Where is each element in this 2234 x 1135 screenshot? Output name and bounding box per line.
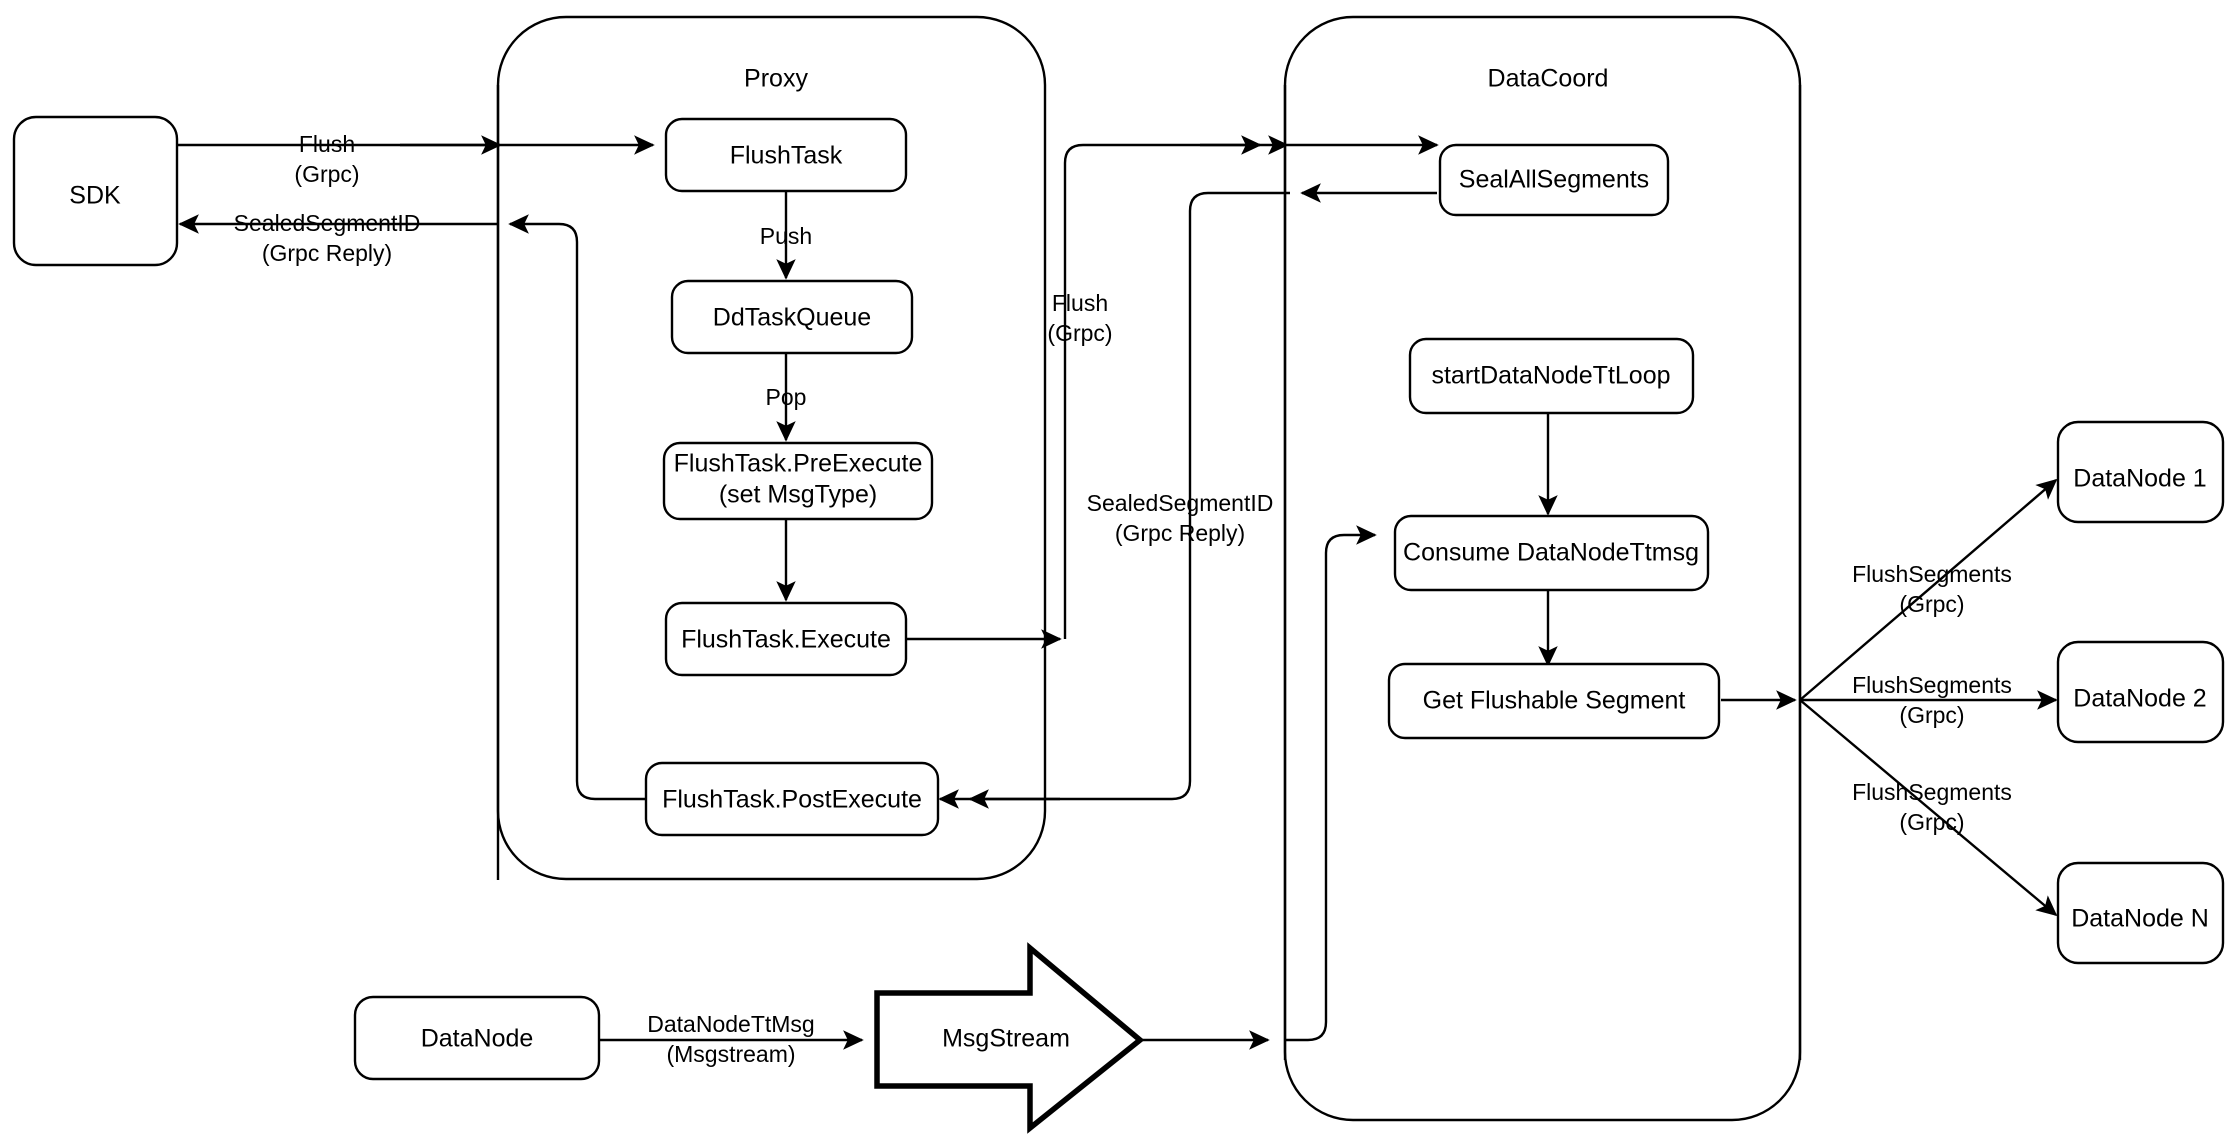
edge-label-flushsegments2-line1: FlushSegments <box>1852 672 2012 698</box>
datanode-bottom-label: DataNode <box>421 1025 534 1053</box>
edge-label-datacoord-to-proxy: SealedSegmentID (Grpc Reply) <box>1087 490 1274 546</box>
datanode1-box[interactable] <box>2056 420 2225 524</box>
postexecute-box[interactable] <box>644 761 940 837</box>
edge-label-sealedsegmentid-line1: SealedSegmentID <box>234 210 421 236</box>
get-flushable-segment-box[interactable] <box>1387 662 1721 740</box>
execute-box[interactable] <box>664 601 908 677</box>
node-datanode-2[interactable]: DataNode 2 <box>2056 640 2225 744</box>
node-datanode-bottom[interactable]: DataNode <box>353 995 601 1081</box>
edge-label-push: Push <box>760 223 812 249</box>
sdk-box[interactable] <box>12 115 179 267</box>
sealallsegments-label: SealAllSegments <box>1459 166 1649 194</box>
edge-label-flushsegments-2: FlushSegments (Grpc) <box>1852 672 2012 728</box>
preexecute-label-line2: (set MsgType) <box>719 481 877 509</box>
preexecute-label-line1: FlushTask.PreExecute <box>674 450 923 478</box>
datanode1-label: DataNode 1 <box>2073 465 2206 493</box>
edge-msgstream-rail-to-consume <box>1285 525 1377 1042</box>
edge-label-flushsegments1-line2: (Grpc) <box>1899 591 1964 617</box>
edge-label-pop-text: Pop <box>766 384 807 410</box>
node-sdk[interactable]: SDK <box>12 115 179 267</box>
datanode-bottom-box[interactable] <box>353 995 601 1081</box>
sdk-label: SDK <box>69 182 121 210</box>
execute-label: FlushTask.Execute <box>681 626 891 654</box>
datanode2-label: DataNode 2 <box>2073 685 2206 713</box>
node-flushtask-preexecute[interactable]: FlushTask.PreExecute (set MsgType) <box>662 441 934 521</box>
edge-label-flush-datacoord-line2: (Grpc) <box>1047 320 1112 346</box>
node-sealallsegments[interactable]: SealAllSegments <box>1438 143 1670 217</box>
edge-label-sealedsegmentid-line2: (Grpc Reply) <box>262 240 392 266</box>
startdatanodettloop-label: startDataNodeTtLoop <box>1431 362 1670 390</box>
edge-postexecute-to-sdk-rail <box>508 214 648 801</box>
postexecute-label: FlushTask.PostExecute <box>662 786 922 814</box>
edge-flush-to-datacoord <box>1063 135 1262 639</box>
edge-label-proxy-to-datacoord: Flush (Grpc) <box>1047 290 1112 346</box>
msgstream-label: MsgStream <box>942 1025 1070 1053</box>
edge-label-proxy-to-sdk: SealedSegmentID (Grpc Reply) <box>234 210 421 266</box>
edge-label-flushsegments2-line2: (Grpc) <box>1899 702 1964 728</box>
get-flushable-segment-label: Get Flushable Segment <box>1423 687 1686 715</box>
node-startdatanodettloop[interactable]: startDataNodeTtLoop <box>1408 337 1695 415</box>
edge-label-datanodettmsg-line2: (Msgstream) <box>666 1041 795 1067</box>
edge-label-flushsegments-1: FlushSegments (Grpc) <box>1852 561 2012 617</box>
sealallsegments-box[interactable] <box>1438 143 1670 217</box>
node-flushtask[interactable]: FlushTask <box>664 117 908 193</box>
edge-label-flushsegments-n: FlushSegments (Grpc) <box>1852 779 2012 835</box>
edge-label-push-text: Push <box>760 223 812 249</box>
node-consume-datanodettmsg[interactable]: Consume DataNodeTtmsg <box>1393 514 1710 592</box>
startdatanodettloop-box[interactable] <box>1408 337 1695 415</box>
consume-datanodettmsg-box[interactable] <box>1393 514 1710 592</box>
datanoden-label: DataNode N <box>2071 905 2209 933</box>
node-msgstream[interactable]: MsgStream <box>874 942 1145 1134</box>
edge-label-flush-datacoord-line1: Flush <box>1052 290 1108 316</box>
node-get-flushable-segment[interactable]: Get Flushable Segment <box>1387 662 1721 740</box>
edge-label-flush-grpc-line1: Flush <box>299 131 355 157</box>
proxy-container-label: Proxy <box>744 65 808 93</box>
consume-datanodettmsg-label: Consume DataNodeTtmsg <box>1403 539 1699 567</box>
edge-label-flush-grpc-line2: (Grpc) <box>294 161 359 187</box>
edge-label-flushsegmentsn-line2: (Grpc) <box>1899 809 1964 835</box>
edge-label-datanodettmsg-line1: DataNodeTtMsg <box>647 1011 814 1037</box>
msgstream-block-arrow[interactable] <box>874 942 1145 1134</box>
node-datanode-1[interactable]: DataNode 1 <box>2056 420 2225 524</box>
edge-label-pop: Pop <box>766 384 807 410</box>
edge-label-flushsegmentsn-line1: FlushSegments <box>1852 779 2012 805</box>
preexecute-box[interactable] <box>662 441 934 521</box>
node-flushtask-execute[interactable]: FlushTask.Execute <box>664 601 908 677</box>
edge-reply-rail <box>968 191 1290 809</box>
node-datanode-n[interactable]: DataNode N <box>2056 861 2225 965</box>
ddtaskqueue-label: DdTaskQueue <box>713 304 871 332</box>
node-ddtaskqueue[interactable]: DdTaskQueue <box>670 279 914 355</box>
edge-label-sdk-to-proxy: Flush (Grpc) <box>294 131 359 187</box>
datanoden-box[interactable] <box>2056 861 2225 965</box>
datanode2-box[interactable] <box>2056 640 2225 744</box>
flushtask-label: FlushTask <box>730 142 843 170</box>
edge-label-datanode-to-msgstream: DataNodeTtMsg (Msgstream) <box>647 1011 814 1067</box>
edge-flushsegments-to-datanoden <box>1799 699 2058 917</box>
edge-label-reply-line1: SealedSegmentID <box>1087 490 1274 516</box>
node-flushtask-postexecute[interactable]: FlushTask.PostExecute <box>644 761 940 837</box>
ddtaskqueue-box[interactable] <box>670 279 914 355</box>
edge-label-reply-line2: (Grpc Reply) <box>1115 520 1245 546</box>
edge-label-flushsegments1-line1: FlushSegments <box>1852 561 2012 587</box>
edge-flushsegments-to-datanode1 <box>1799 478 2058 701</box>
datacoord-container-label: DataCoord <box>1488 65 1609 93</box>
flushtask-box[interactable] <box>664 117 908 193</box>
